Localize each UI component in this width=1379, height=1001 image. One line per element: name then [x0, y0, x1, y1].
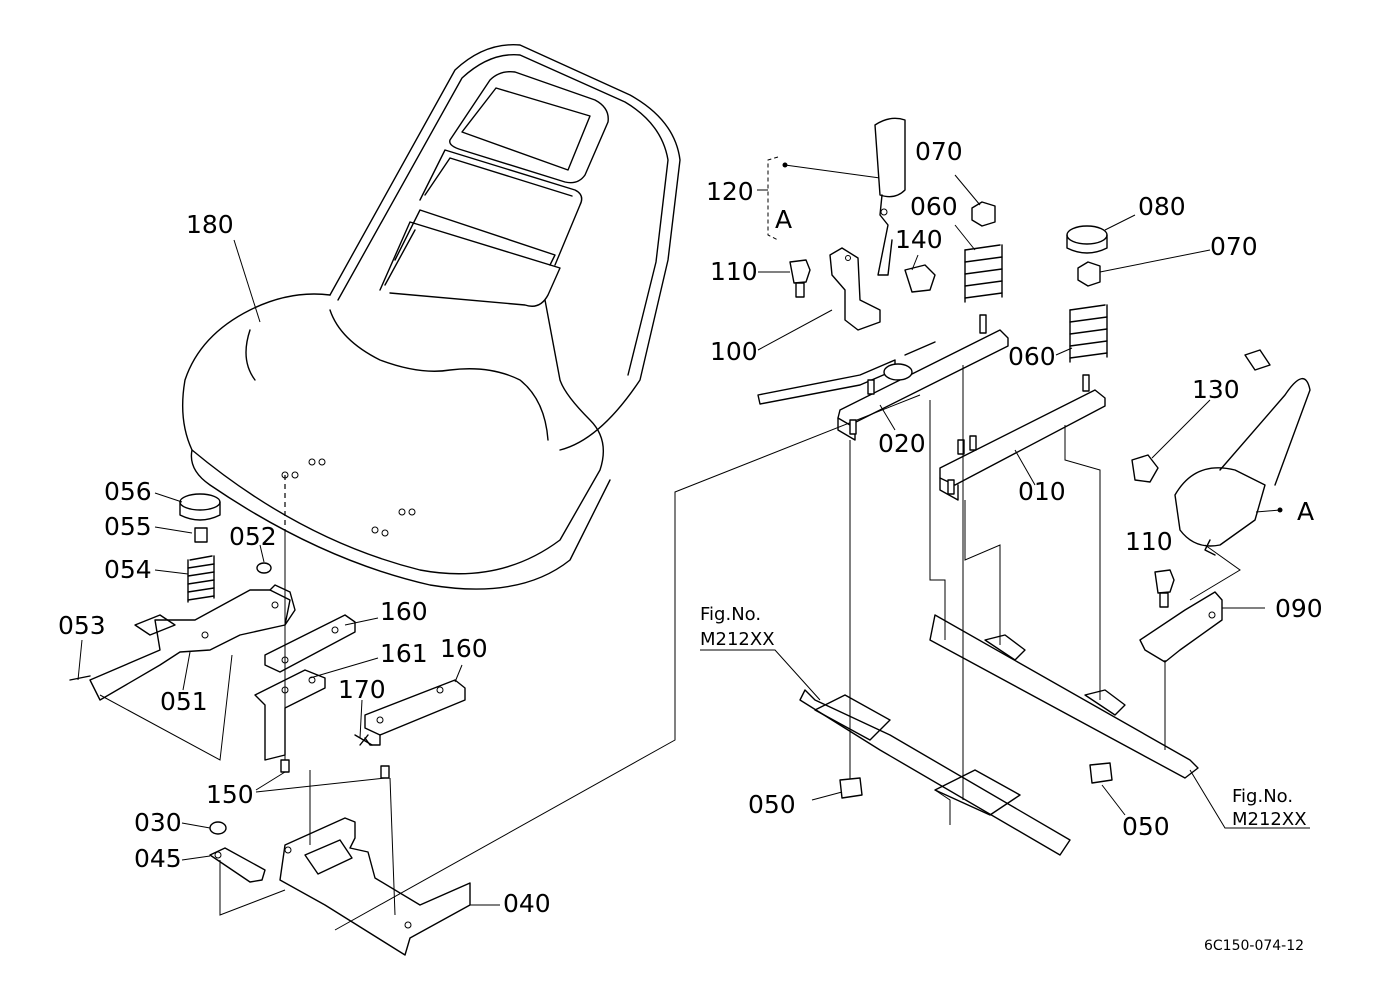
- part-label-040: 040: [503, 889, 551, 918]
- part-label-030: 030: [134, 808, 182, 837]
- part-label-150: 150: [206, 780, 254, 809]
- part-label-180: 180: [186, 210, 234, 239]
- part-label-080: 080: [1138, 192, 1186, 221]
- part-label-020: 020: [878, 429, 926, 458]
- fig-ref-right-line2: M212XX: [1232, 809, 1307, 830]
- part-label-060-a: 060: [910, 192, 958, 221]
- drawing-code: 6C150-074-12: [1204, 938, 1304, 954]
- part-label-070-b: 070: [1210, 232, 1258, 261]
- ref-label-A-1: A: [775, 205, 792, 234]
- part-label-130: 130: [1192, 375, 1240, 404]
- seat-drawing: [181, 44, 681, 590]
- part-label-055: 055: [104, 512, 152, 541]
- part-label-010: 010: [1018, 477, 1066, 506]
- part-label-160-b: 160: [440, 634, 488, 663]
- part-label-051: 051: [160, 687, 208, 716]
- part-label-045: 045: [134, 844, 182, 873]
- fig-ref-left-line2: M212XX: [700, 629, 775, 650]
- part-labels: 180 056 055 054 052 053 051 160 161 160 …: [58, 137, 1323, 954]
- part-label-160-a: 160: [380, 597, 428, 626]
- part-label-090: 090: [1275, 594, 1323, 623]
- ref-label-A-2: A: [1297, 497, 1314, 526]
- part-label-110-b: 110: [1125, 527, 1173, 556]
- part-label-054: 054: [104, 555, 152, 584]
- part-label-170: 170: [338, 675, 386, 704]
- part-label-161: 161: [380, 639, 428, 668]
- right-assembly-drawing: [757, 117, 1311, 856]
- part-label-056: 056: [104, 477, 152, 506]
- fig-ref-left-line1: Fig.No.: [700, 604, 761, 625]
- part-label-060-b: 060: [1008, 342, 1056, 371]
- part-label-140: 140: [895, 225, 943, 254]
- part-label-052: 052: [229, 522, 277, 551]
- fig-ref-right-line1: Fig.No.: [1232, 786, 1293, 807]
- leader-lines: [77, 174, 1310, 906]
- part-label-070-a: 070: [915, 137, 963, 166]
- part-label-050-a: 050: [748, 790, 796, 819]
- part-label-053: 053: [58, 611, 106, 640]
- part-label-050-b: 050: [1122, 812, 1170, 841]
- left-hardware-drawing: [69, 394, 921, 956]
- part-label-110-a: 110: [710, 257, 758, 286]
- part-label-100: 100: [710, 337, 758, 366]
- part-label-120: 120: [706, 177, 754, 206]
